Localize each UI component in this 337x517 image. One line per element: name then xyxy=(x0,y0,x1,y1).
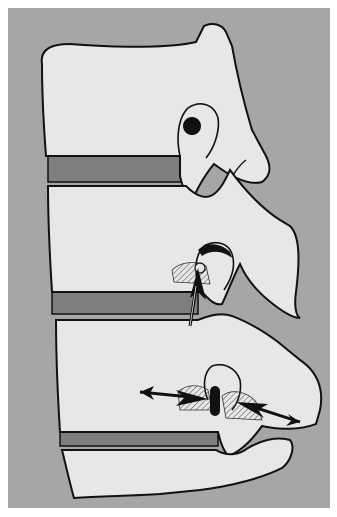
nerve-root-compressed xyxy=(210,386,220,416)
foramen-middle xyxy=(195,263,205,273)
nerve-root-icon xyxy=(183,117,201,135)
